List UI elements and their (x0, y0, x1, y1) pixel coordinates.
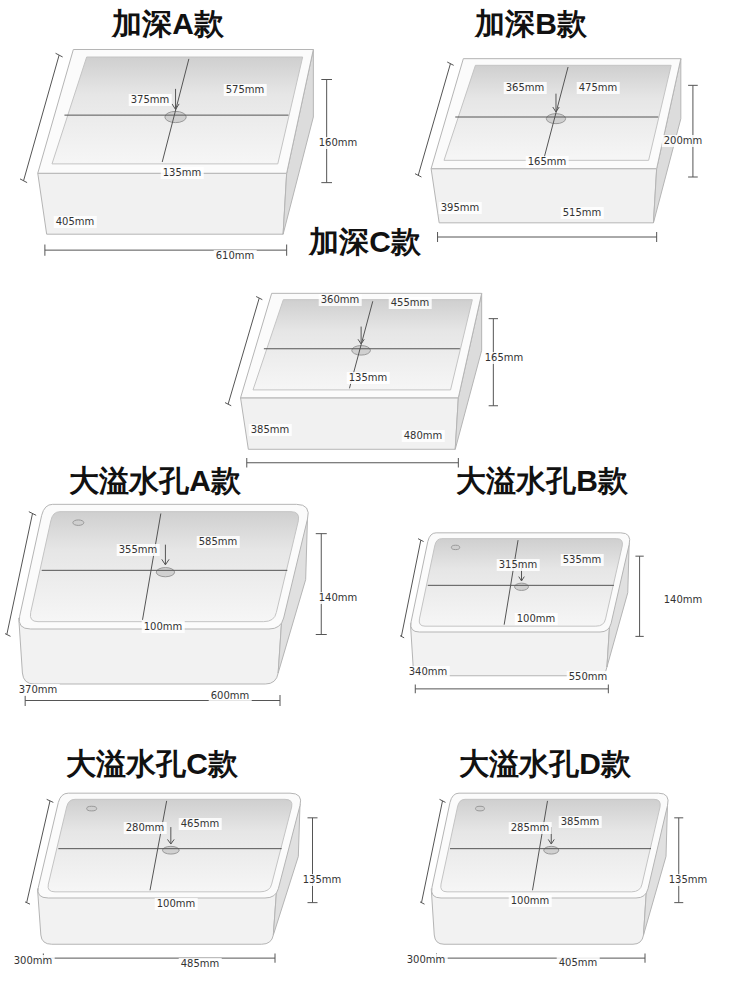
dimension-label: 140mm (662, 594, 705, 606)
dimension-label: 315mm (497, 559, 540, 571)
dimension-label: 610mm (214, 250, 257, 262)
dimension-label: 375mm (129, 94, 172, 106)
dimension-label: 405mm (54, 216, 97, 228)
dimension-label: 355mm (117, 544, 160, 556)
model-heading: 加深B款 (475, 6, 587, 42)
model-heading: 大溢水孔D款 (459, 746, 631, 782)
dimension-label: 575mm (224, 84, 267, 96)
dimension-label: 550mm (567, 671, 610, 683)
dimension-label: 300mm (12, 955, 55, 967)
dimension-label: 340mm (407, 666, 450, 678)
model-heading: 大溢水孔A款 (69, 463, 241, 499)
dimension-label: 405mm (557, 957, 600, 969)
model-heading: 大溢水孔C款 (66, 746, 238, 782)
dimension-label: 100mm (155, 898, 198, 910)
dimension-label: 100mm (509, 895, 552, 907)
dimension-label: 360mm (319, 294, 362, 306)
dimension-label: 600mm (209, 690, 252, 702)
dimension-label: 365mm (504, 82, 547, 94)
dimension-label: 165mm (483, 352, 526, 364)
model-heading: 加深C款 (309, 224, 421, 260)
dimension-label: 395mm (439, 202, 482, 214)
dimension-label: 165mm (526, 156, 569, 168)
dimension-label: 135mm (347, 372, 390, 384)
dimension-label: 285mm (509, 822, 552, 834)
dimension-label: 585mm (197, 536, 240, 548)
dimension-label: 485mm (179, 958, 222, 970)
dimension-label: 100mm (515, 613, 558, 625)
dimension-label: 100mm (142, 621, 185, 633)
dimension-label: 455mm (389, 297, 432, 309)
model-heading: 大溢水孔B款 (456, 463, 628, 499)
dimension-label: 465mm (179, 818, 222, 830)
dimension-label: 300mm (405, 954, 448, 966)
dimension-label: 535mm (561, 554, 604, 566)
dimension-label: 135mm (667, 874, 710, 886)
dimension-label: 385mm (559, 816, 602, 828)
dimension-label: 280mm (124, 822, 167, 834)
dimension-label: 135mm (301, 874, 344, 886)
dimension-label: 370mm (17, 684, 60, 696)
dimension-label: 160mm (317, 137, 360, 149)
model-heading: 加深A款 (112, 6, 224, 42)
dimension-label: 200mm (662, 135, 705, 147)
dimension-label: 385mm (249, 424, 292, 436)
dimension-label: 480mm (402, 430, 445, 442)
dimension-label: 135mm (161, 167, 204, 179)
dimension-label: 515mm (561, 207, 604, 219)
dimension-label: 140mm (317, 592, 360, 604)
dimension-label: 475mm (577, 82, 620, 94)
